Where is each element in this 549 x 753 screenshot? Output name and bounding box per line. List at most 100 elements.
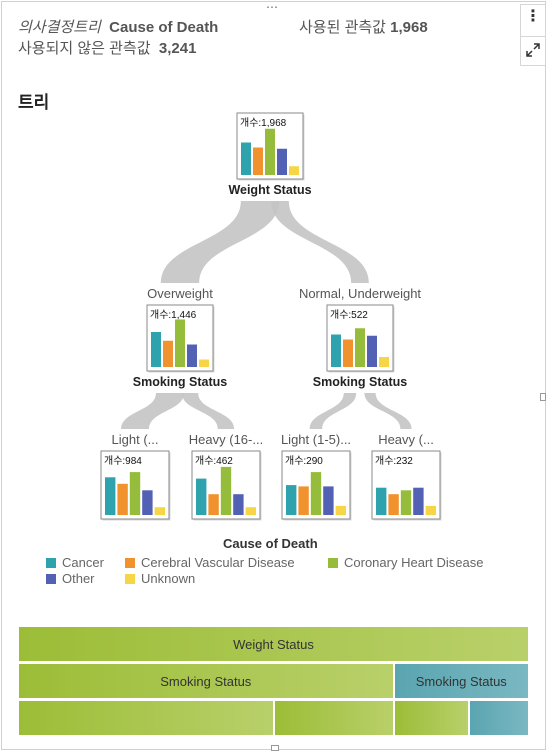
tree-edge	[364, 393, 412, 429]
bar-coronary-heart-disease	[265, 128, 275, 175]
legend-swatch	[328, 558, 338, 568]
bar-unknown	[245, 507, 256, 515]
panel-toolbar: ⋮	[520, 4, 546, 66]
response-variable: Cause of Death	[109, 19, 219, 36]
bar-unknown	[154, 507, 165, 515]
bar-unknown	[335, 505, 346, 515]
branch-label: Heavy (16-...	[189, 432, 263, 447]
node-count-label: 개수:1,968	[240, 117, 287, 129]
branch-label: Light (1-5)...	[281, 432, 351, 447]
node-count-label: 개수:462	[195, 455, 233, 467]
bar-unknown	[289, 166, 299, 175]
tree-edge	[309, 393, 357, 429]
tree-title: 트리	[18, 93, 50, 112]
tree-edge	[271, 201, 369, 283]
node-count-label: 개수:522	[330, 309, 368, 321]
bar-cerebral-vascular-disease	[298, 486, 309, 515]
icicle-cell[interactable]	[468, 700, 529, 736]
icicle-cell[interactable]: Smoking Status	[393, 663, 529, 699]
bar-coronary-heart-disease	[355, 328, 365, 367]
branch-label: Light (...	[112, 432, 159, 447]
maximize-icon[interactable]	[525, 42, 541, 58]
legend-label: Cancer	[62, 555, 104, 570]
bar-cancer	[105, 477, 116, 515]
legend-item: Unknown	[125, 571, 195, 586]
legend-swatch	[46, 558, 56, 568]
legend-title: Cause of Death	[223, 536, 318, 551]
bar-cerebral-vascular-disease	[208, 494, 219, 515]
bar-cancer	[331, 334, 341, 367]
bar-coronary-heart-disease	[400, 490, 412, 515]
bar-cerebral-vascular-disease	[117, 483, 128, 515]
legend-swatch	[125, 558, 135, 568]
node-name-label: Weight Status	[228, 183, 311, 197]
icicle-cell[interactable]: Smoking Status	[18, 663, 394, 699]
bar-other	[367, 335, 377, 367]
icicle-cell[interactable]	[273, 700, 394, 736]
used-value: 1,968	[390, 19, 428, 36]
legend-label: Cerebral Vascular Disease	[141, 555, 295, 570]
resize-handle-right[interactable]	[540, 393, 546, 401]
bar-coronary-heart-disease	[220, 466, 232, 515]
bar-other	[323, 486, 334, 515]
legend-item: Cancer	[46, 555, 104, 570]
object-type: 의사결정트리	[18, 19, 101, 36]
tree-node-n3[interactable]: 개수:984 Light (...	[100, 432, 171, 521]
bar-cancer	[241, 142, 251, 175]
bar-coronary-heart-disease	[129, 472, 141, 515]
unused-value: 3,241	[158, 40, 197, 57]
unused-observations: 사용되지 않은 관측값 3,241	[18, 37, 196, 58]
bar-cancer	[286, 485, 297, 515]
legend-label: Coronary Heart Disease	[344, 555, 484, 570]
node-count-label: 개수:984	[104, 455, 142, 467]
icicle-cell[interactable]	[393, 700, 469, 736]
bar-coronary-heart-disease	[175, 319, 185, 367]
more-vertical-icon[interactable]: ⋮	[525, 8, 541, 25]
bar-other	[233, 494, 244, 515]
bar-other	[187, 344, 197, 367]
bar-coronary-heart-disease	[310, 472, 322, 515]
tree-edge	[160, 201, 280, 283]
toolbar-divider	[521, 36, 545, 37]
legend-item: Cerebral Vascular Disease	[125, 555, 295, 570]
bar-cerebral-vascular-disease	[343, 339, 353, 367]
legend-item: Coronary Heart Disease	[328, 555, 483, 570]
legend-label: Other	[62, 571, 95, 586]
bar-unknown	[379, 357, 389, 367]
bar-cerebral-vascular-disease	[253, 147, 263, 175]
header-line-1: 의사결정트리 Cause of Death	[18, 16, 218, 37]
tree-edge	[181, 393, 235, 429]
tree-node-n6[interactable]: 개수:232 Heavy (...	[371, 432, 442, 521]
icicle-cell[interactable]	[18, 700, 274, 736]
unused-label: 사용되지 않은 관측값	[18, 40, 151, 57]
branch-label: Normal, Underweight	[299, 286, 421, 301]
bar-cerebral-vascular-disease	[388, 494, 399, 515]
node-count-label: 개수:1,446	[150, 309, 197, 321]
resize-handle-bottom[interactable]	[271, 745, 279, 751]
bar-other	[277, 148, 287, 175]
bar-other	[413, 487, 424, 515]
used-label: 사용된 관측값	[299, 19, 386, 36]
bar-cancer	[376, 487, 387, 515]
bar-unknown	[199, 359, 209, 367]
legend-swatch	[125, 574, 135, 584]
bar-other	[142, 490, 153, 515]
bar-unknown	[425, 505, 436, 515]
bar-cancer	[196, 478, 207, 515]
tree-edge	[121, 393, 184, 429]
branch-label: Heavy (...	[378, 432, 434, 447]
node-count-label: 개수:232	[375, 455, 413, 467]
drag-handle-icon[interactable]: ⋯	[266, 0, 279, 14]
bar-cerebral-vascular-disease	[163, 340, 173, 367]
tree-node-n4[interactable]: 개수:462 Heavy (16-...	[189, 432, 263, 521]
branch-label: Overweight	[147, 286, 213, 301]
legend-item: Other	[46, 571, 95, 586]
icicle-cell[interactable]: Weight Status	[18, 626, 529, 662]
node-name-label: Smoking Status	[313, 375, 408, 389]
